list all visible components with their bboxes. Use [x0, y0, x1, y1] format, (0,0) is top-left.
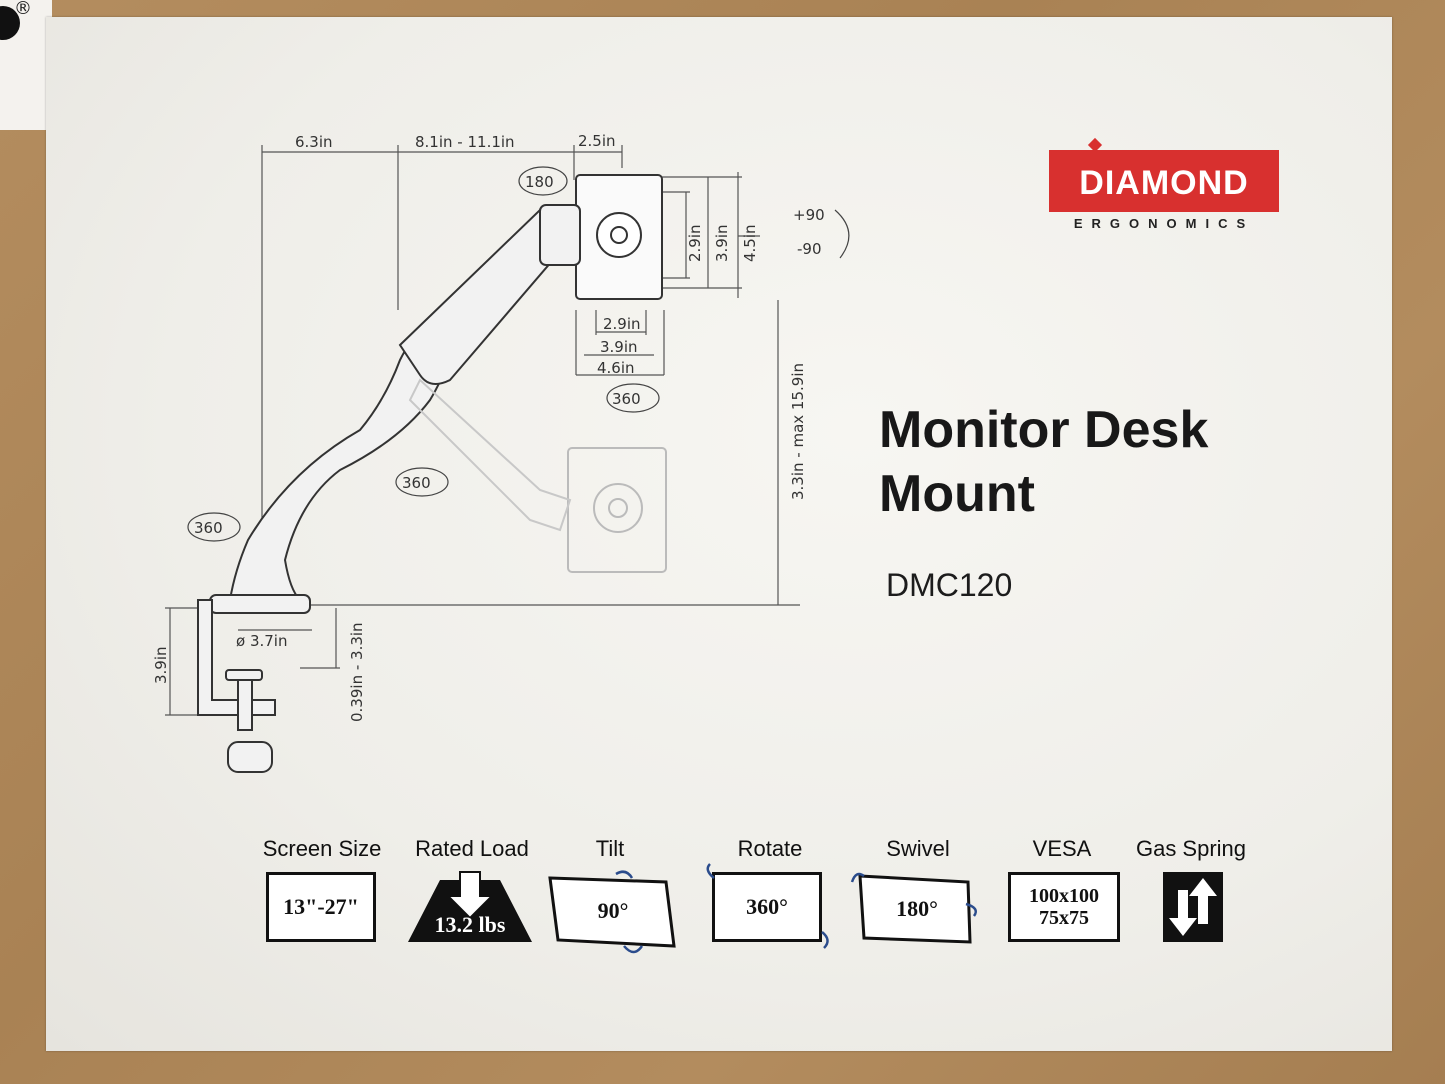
dim-plate-h3: 4.6in — [597, 359, 635, 377]
feature-vesa-value-2: 75x75 — [1039, 907, 1089, 929]
rot-360-a-label: 360 — [612, 390, 641, 408]
feature-label-rotate: Rotate — [737, 836, 803, 861]
brand-logo-box — [1049, 150, 1279, 212]
rot-360-b-label: 360 — [402, 474, 431, 492]
brand-logo-text: DIAMOND — [1079, 164, 1249, 202]
feature-label-rated-load: Rated Load — [415, 836, 529, 861]
rot-180-label: 180 — [525, 173, 554, 191]
dim-plate-v2: 3.9in — [713, 224, 731, 262]
feature-label-tilt: Tilt — [595, 836, 625, 861]
corner-logo-dot — [0, 6, 20, 40]
dim-plate-v1: 2.9in — [686, 224, 704, 262]
feature-tilt-value: 90° — [597, 898, 629, 923]
dim-clamp-range: 0.39in - 3.3in — [348, 622, 366, 722]
dim-top-right: 2.5in — [578, 132, 616, 150]
dim-top-mid: 8.1in - 11.1in — [415, 133, 515, 151]
dim-base-diameter: ø 3.7in — [236, 632, 287, 650]
rot-360-c-label: 360 — [194, 519, 223, 537]
feature-vesa-value-1: 100x100 — [1029, 885, 1099, 907]
feature-rotate-box: 360° — [712, 872, 822, 942]
tilt-plus-label: +90 — [793, 206, 825, 224]
product-model: DMC120 — [886, 567, 1013, 603]
rotate-arrows-icon — [706, 863, 829, 949]
tilt-minus-label: -90 — [797, 240, 822, 258]
feature-vesa-box: 100x100 75x75 — [1008, 872, 1120, 942]
tilt-icon — [548, 870, 676, 954]
feature-rotate-value: 360° — [746, 894, 788, 919]
dim-height-range: 3.3in - max 15.9in — [789, 363, 807, 500]
gas-spring-arrows-icon — [1169, 878, 1217, 936]
dim-plate-h2: 3.9in — [600, 338, 638, 356]
feature-screen-size-value: 13"-27" — [283, 894, 359, 919]
dim-clamp-height: 3.9in — [152, 646, 170, 684]
corner-sticker: ® — [0, 0, 52, 130]
feature-label-vesa: VESA — [1032, 836, 1092, 861]
feature-rated-load-value: 13.2 lbs — [434, 912, 506, 937]
dim-plate-h1: 2.9in — [603, 315, 641, 333]
feature-label-swivel: Swivel — [886, 836, 950, 861]
dim-plate-v3: 4.5in — [741, 224, 759, 262]
feature-screen-size-box: 13"-27" — [266, 872, 376, 942]
feature-swivel-value: 180° — [896, 896, 938, 921]
swivel-icon — [850, 872, 977, 944]
rated-load-weight-icon — [408, 871, 532, 942]
brand-tagline: ERGONOMICS — [1073, 216, 1255, 231]
feature-label-gas-spring: Gas Spring — [1135, 836, 1247, 861]
product-title: Monitor Desk Mount — [879, 401, 1209, 523]
gas-spring-box — [1163, 872, 1223, 942]
registered-mark: ® — [14, 0, 32, 19]
feature-label-screen-size: Screen Size — [262, 836, 382, 861]
dim-top-left: 6.3in — [295, 133, 333, 151]
